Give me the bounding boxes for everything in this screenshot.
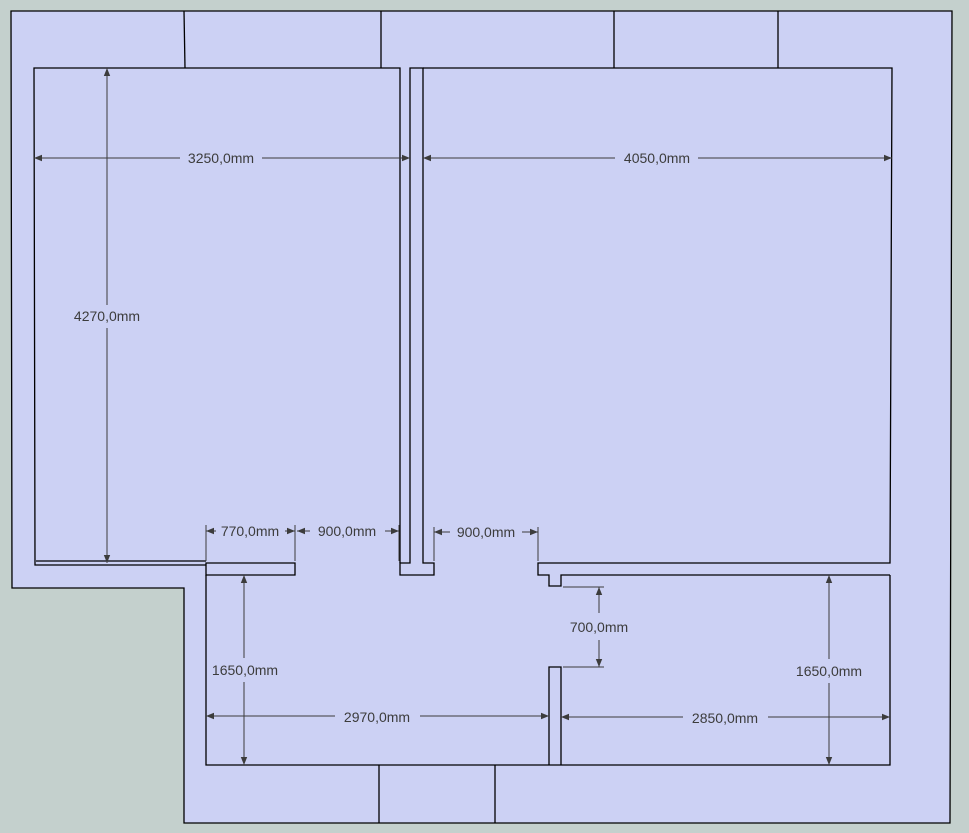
dimension-label: 3250,0mm — [188, 150, 254, 166]
wall-stub-left — [205, 562, 296, 576]
dimension-label: 900,0mm — [318, 523, 376, 539]
hallway-outline — [205, 575, 891, 766]
dimension-label: 1650,0mm — [212, 662, 278, 678]
dimension-door-left[interactable]: 900,0mm — [297, 523, 400, 561]
dimension-right-room-width[interactable]: 4050,0mm — [423, 150, 892, 166]
dimension-hall-left-width[interactable]: 2970,0mm — [206, 709, 549, 725]
left-room-outline — [33, 67, 401, 566]
outer-band-partitions — [183, 10, 779, 823]
dimension-recess[interactable]: 700,0mm — [563, 586, 628, 668]
dimension-wall-segment[interactable]: 770,0mm — [205, 523, 296, 561]
dimension-label: 4270,0mm — [74, 308, 140, 324]
dimension-hall-right-width[interactable]: 2850,0mm — [561, 710, 890, 726]
dimension-hall-right-height[interactable]: 1650,0mm — [796, 575, 862, 765]
dimension-label: 2850,0mm — [692, 710, 758, 726]
dimension-label: 4050,0mm — [624, 150, 690, 166]
dimension-hall-left-height[interactable]: 1650,0mm — [212, 575, 278, 765]
outer-wall-outline — [10, 10, 953, 824]
dimension-label: 2970,0mm — [344, 709, 410, 725]
dimension-label: 1650,0mm — [796, 663, 862, 679]
dimension-label: 700,0mm — [570, 619, 628, 635]
dimension-label: 900,0mm — [457, 524, 515, 540]
dimension-door-right[interactable]: 900,0mm — [433, 524, 539, 561]
interior-wall — [399, 67, 435, 576]
right-room-outline — [423, 67, 893, 587]
dimension-left-room-height[interactable]: 4270,0mm — [74, 68, 140, 563]
dimension-label: 770,0mm — [221, 523, 279, 539]
